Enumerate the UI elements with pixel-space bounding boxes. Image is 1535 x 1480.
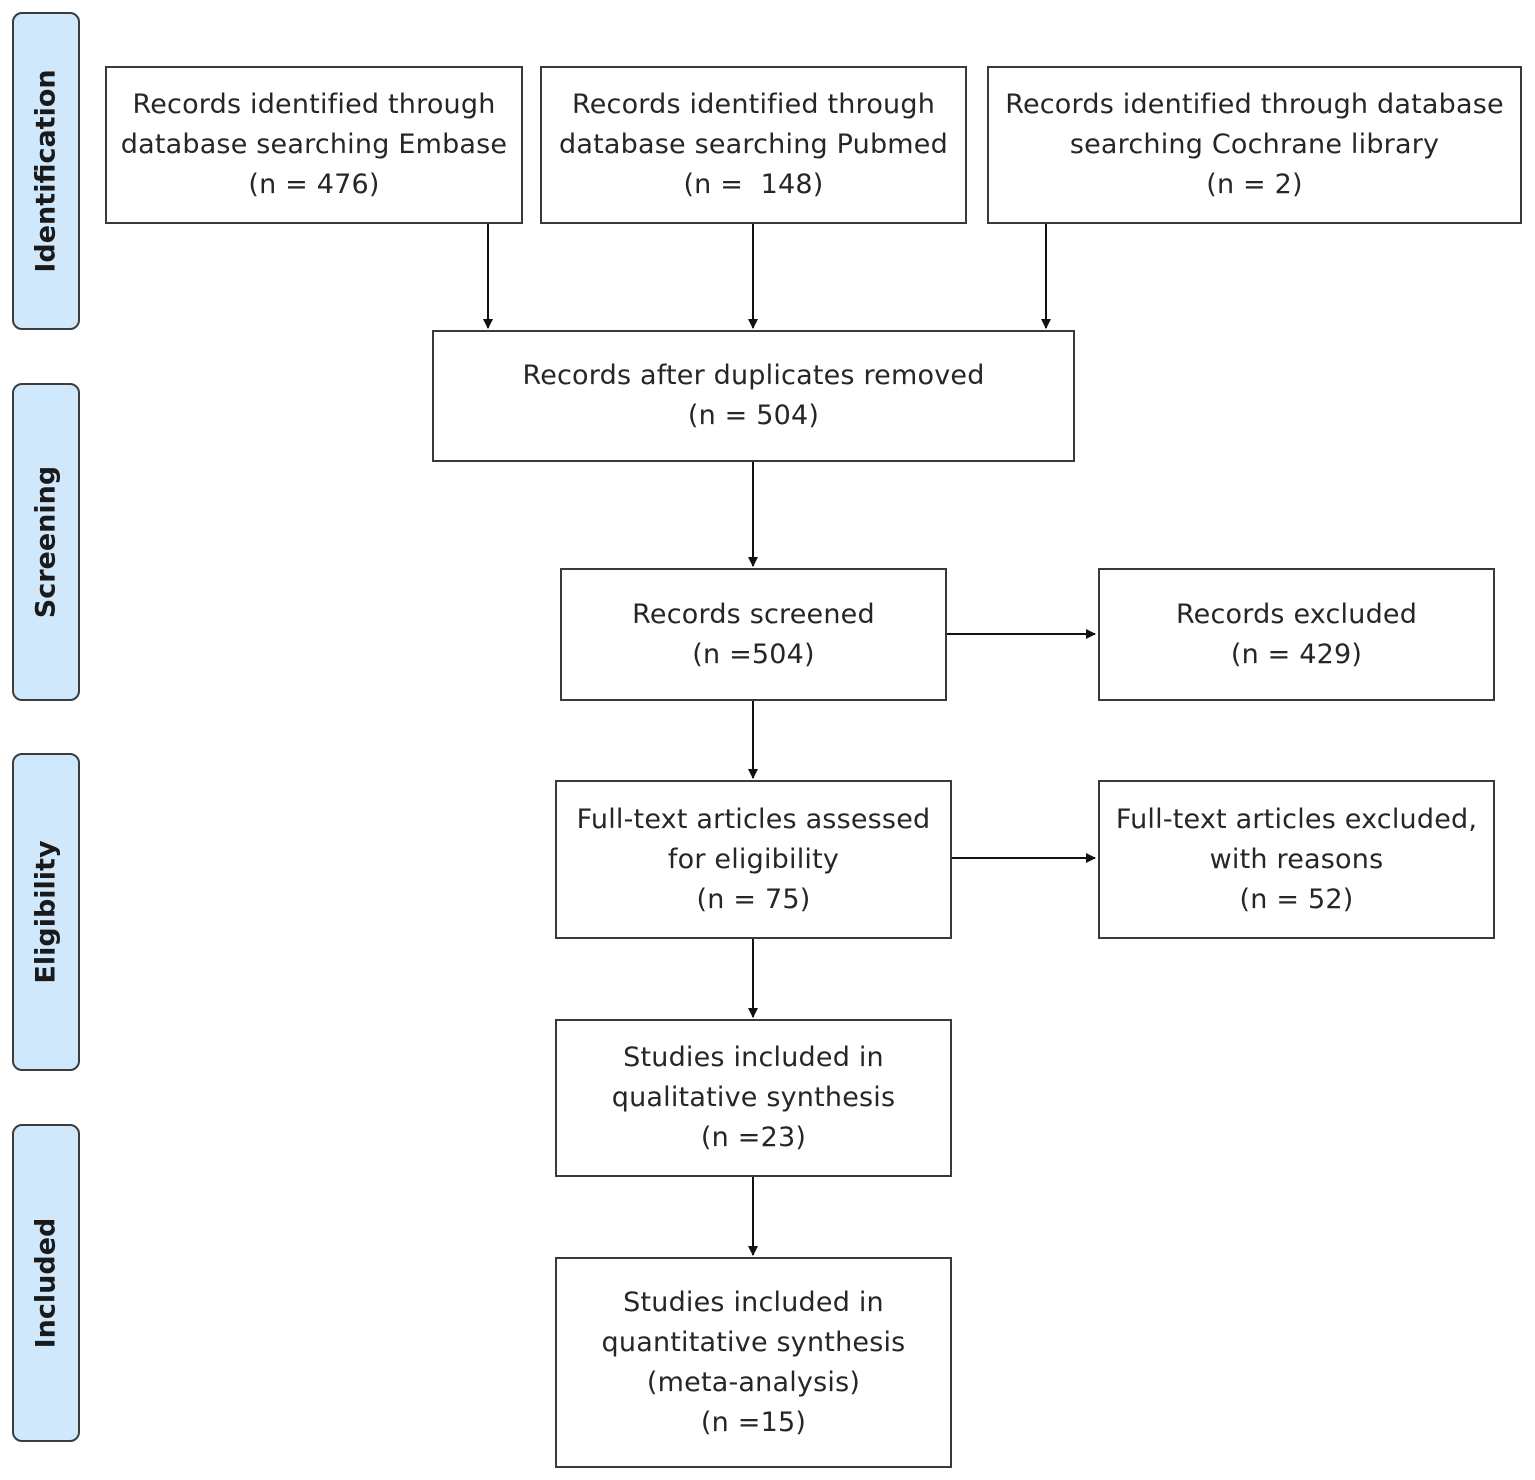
box-records-pubmed-line1: Records identified through (571, 89, 936, 120)
box-records-excluded: Records excluded (n = 429) (1098, 568, 1495, 701)
box-records-cochrane-count: (n = 2) (1206, 169, 1303, 200)
box-records-screened-line1: Records screened (632, 598, 875, 630)
box-records-cochrane-line2: searching Cochrane library (1069, 129, 1440, 160)
box-records-cochrane-line1: Records identified through database (1005, 89, 1504, 120)
box-studies-quantitative: Studies included in quantitative synthes… (555, 1257, 952, 1468)
box-studies-qualitative-line2: qualitative synthesis (611, 1082, 896, 1113)
box-fulltext-excluded-count: (n = 52) (1239, 883, 1354, 915)
box-studies-quantitative-line3: (meta-analysis) (646, 1366, 861, 1398)
box-records-pubmed-line2: database searching Pubmed (559, 129, 948, 160)
box-studies-quantitative-count: (n =15) (700, 1406, 807, 1438)
box-studies-qualitative-count: (n =23) (700, 1122, 807, 1153)
box-records-excluded-line1: Records excluded (1175, 598, 1418, 630)
phase-eligibility: Eligibility (12, 753, 80, 1071)
box-studies-quantitative-line2: quantitative synthesis (601, 1326, 906, 1358)
box-records-embase-count: (n = 476) (248, 169, 380, 200)
phase-identification: Identification (12, 12, 80, 330)
box-records-after-duplicates-count: (n = 504) (687, 400, 820, 431)
box-fulltext-excluded: Full-text articles excluded, with reason… (1098, 780, 1495, 939)
box-records-embase-line1: Records identified through (132, 89, 496, 120)
box-records-pubmed: Records identified through database sear… (540, 66, 967, 224)
box-fulltext-assessed-line2: for eligibility (667, 843, 840, 875)
phase-included: Included (12, 1124, 80, 1442)
box-records-screened-count: (n =504) (692, 638, 815, 670)
box-records-cochrane: Records identified through database sear… (987, 66, 1522, 224)
box-records-embase: Records identified through database sear… (105, 66, 523, 224)
box-records-pubmed-count: (n = 148) (683, 169, 824, 200)
box-records-embase-line2: database searching Embase (120, 129, 508, 160)
box-records-after-duplicates: Records after duplicates removed (n = 50… (432, 330, 1075, 462)
box-fulltext-assessed-line1: Full-text articles assessed (576, 803, 931, 835)
box-records-after-duplicates-line1: Records after duplicates removed (522, 360, 985, 391)
box-studies-quantitative-line1: Studies included in (623, 1286, 884, 1318)
box-fulltext-assessed: Full-text articles assessed for eligibil… (555, 780, 952, 939)
box-fulltext-excluded-line2: with reasons (1209, 843, 1384, 875)
box-records-screened: Records screened (n =504) (560, 568, 947, 701)
box-records-excluded-count: (n = 429) (1230, 638, 1363, 670)
box-fulltext-assessed-count: (n = 75) (696, 883, 811, 915)
box-fulltext-excluded-line1: Full-text articles excluded, (1115, 803, 1478, 835)
phase-screening: Screening (12, 383, 80, 701)
box-studies-qualitative-line1: Studies included in (623, 1042, 884, 1073)
box-studies-qualitative: Studies included in qualitative synthesi… (555, 1019, 952, 1177)
